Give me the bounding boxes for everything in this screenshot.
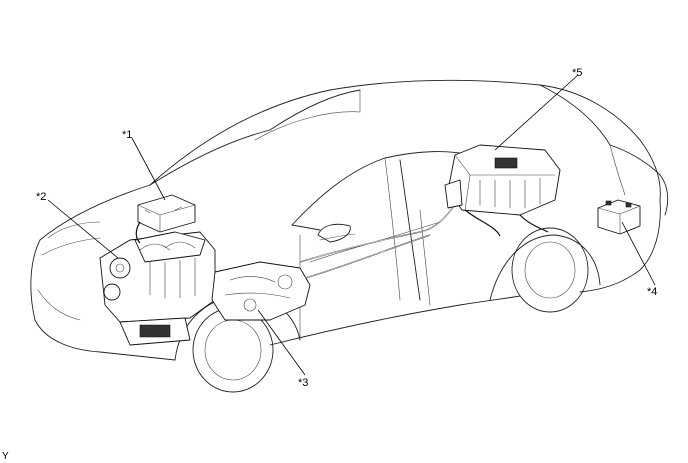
callout-label-4: *4 bbox=[647, 286, 657, 298]
leader-2 bbox=[47, 199, 119, 259]
leader-5 bbox=[494, 74, 579, 151]
leader-4 bbox=[621, 221, 656, 286]
hybrid-transmission bbox=[211, 221, 441, 321]
engine-assembly bbox=[99, 231, 216, 346]
callout-label-1: *1 bbox=[122, 129, 132, 141]
callout-label-2: *2 bbox=[36, 191, 46, 203]
power-control-unit bbox=[135, 194, 196, 244]
callout-label-5: *5 bbox=[572, 67, 582, 79]
illustration-code: Y bbox=[2, 451, 9, 462]
auxiliary-battery bbox=[597, 199, 641, 235]
callout-leader-lines bbox=[47, 74, 656, 376]
hv-battery-assembly bbox=[444, 144, 561, 237]
callout-label-3: *3 bbox=[298, 377, 308, 389]
vehicle-body-outline bbox=[30, 79, 669, 393]
high-voltage-cable bbox=[299, 204, 456, 263]
leader-1 bbox=[131, 137, 166, 201]
leader-3 bbox=[257, 309, 306, 376]
